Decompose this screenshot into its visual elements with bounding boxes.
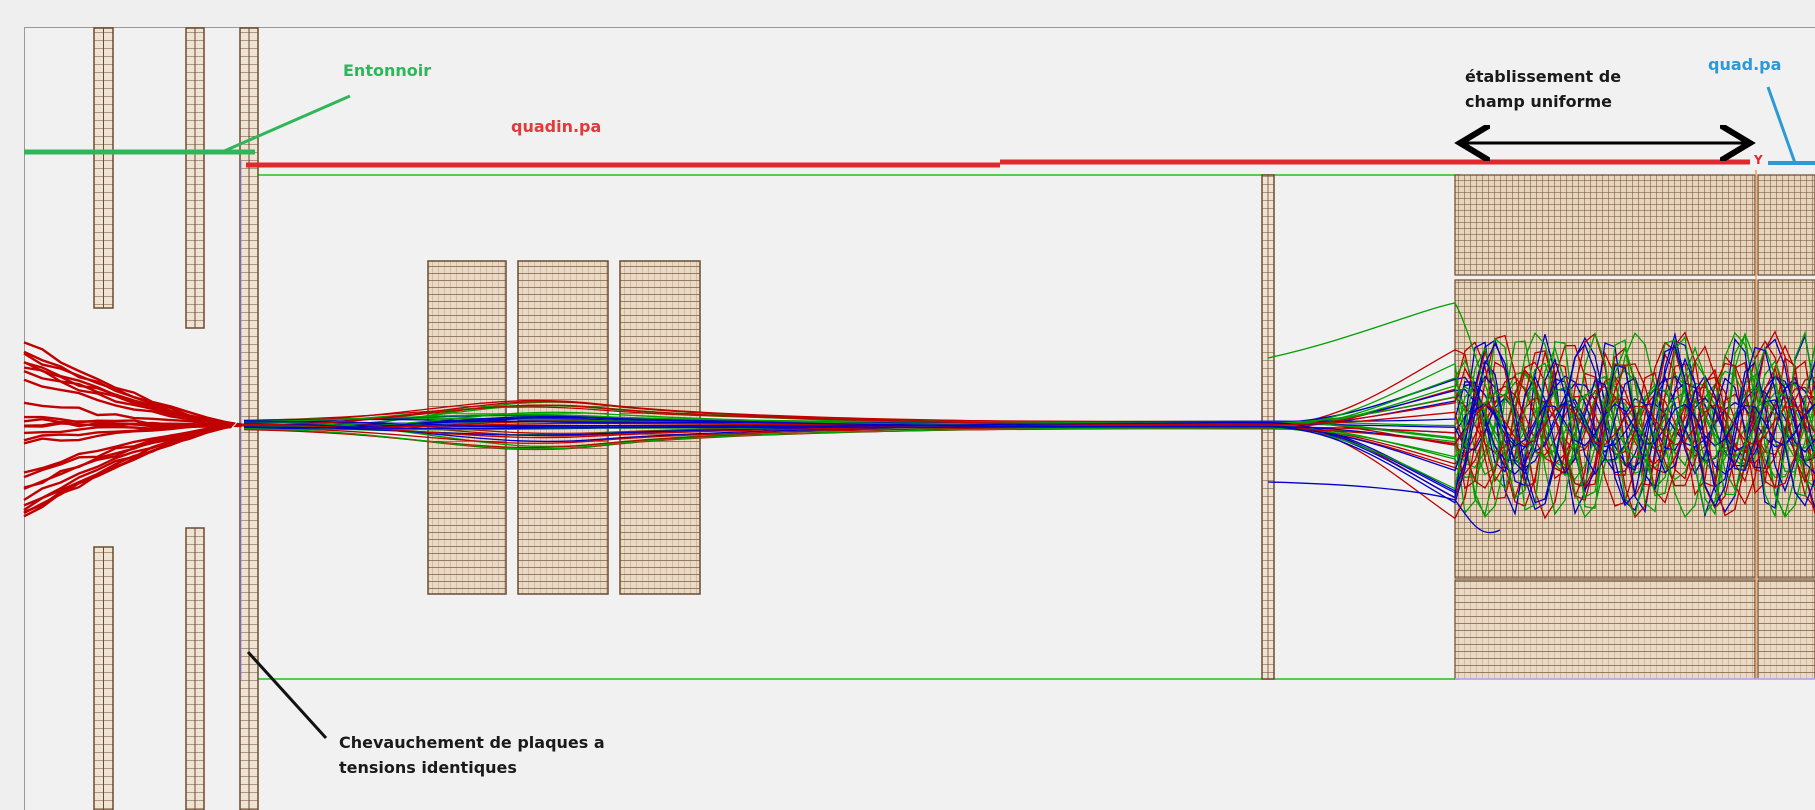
chevauchement-label-line2: tensions identiques — [339, 758, 517, 777]
marker-y: Y — [1753, 153, 1763, 167]
trajectory-beam — [243, 361, 1815, 490]
trajectory-outlier — [1267, 302, 1501, 421]
quad-indicator — [1766, 86, 1815, 165]
leader-line-icon — [246, 650, 328, 740]
marker-2: 2 — [231, 418, 238, 431]
trajectory-incoming — [23, 352, 245, 427]
potential-array-boundary — [248, 174, 1460, 680]
etablissement-label-line2: champ uniforme — [1465, 92, 1612, 111]
trajectory-beam — [243, 375, 1815, 475]
etablissement-label-line1: établissement de — [1465, 67, 1622, 86]
trajectory-beam — [243, 346, 1815, 499]
trajectory-outlier — [1267, 481, 1501, 534]
entonnoir-indicator — [24, 94, 351, 155]
trajectory-incoming — [23, 423, 245, 502]
quadin-label: quadin.pa — [511, 117, 602, 136]
trajectory-beam — [243, 342, 1815, 508]
trajectory-incoming — [23, 423, 245, 489]
quadin-indicator — [246, 159, 1750, 168]
quad-label: quad.pa — [1708, 55, 1782, 74]
trajectory-incoming — [23, 423, 245, 514]
entrance-electrodes — [93, 27, 259, 810]
trajectory-beam — [243, 404, 1815, 449]
trajectory-incoming — [23, 420, 245, 428]
chevauchement-label-line1: Chevauchement de plaques a — [339, 733, 605, 752]
ion-trajectories — [23, 302, 1815, 534]
trajectory-incoming — [23, 423, 245, 518]
trajectory-incoming — [23, 341, 245, 427]
trajectory-incoming — [23, 423, 245, 515]
entonnoir-label: Entonnoir — [343, 61, 432, 80]
